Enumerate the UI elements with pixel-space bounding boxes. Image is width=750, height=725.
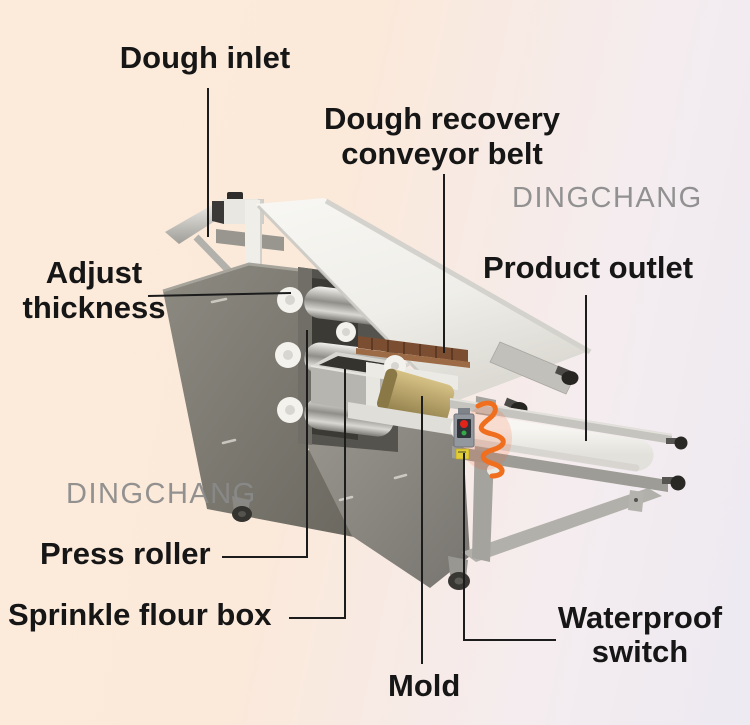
cabinet-top-edge [162, 262, 309, 293]
label-sprinkle-flour-box: Sprinkle flour box [8, 597, 272, 632]
leader-adjust-thickness [147, 292, 292, 297]
outfeed-knob-2 [670, 475, 686, 491]
label-line: Waterproof [557, 600, 723, 635]
label-mold: Mold [388, 668, 461, 703]
outfeed-bottom-rail [452, 446, 668, 492]
leader-sprinkle-flour-box [289, 369, 346, 619]
outfeed-knob-1 [674, 436, 688, 450]
chute-strut [193, 234, 232, 274]
motor-cap-bolt [227, 192, 243, 201]
caster-hub-left [238, 511, 246, 517]
label-press-roller: Press roller [40, 536, 211, 571]
label-line: Adjust [45, 255, 143, 290]
dough-inlet-chute [165, 205, 226, 244]
brand-watermark-top: DINGCHANG [512, 182, 703, 214]
mold-lower-rail [348, 402, 472, 438]
bracket-bolt [634, 498, 638, 502]
outfeed-top-rail [450, 398, 672, 444]
outfeed-knob-stem-1 [666, 438, 678, 444]
switch-green-button [461, 430, 467, 436]
caster-hub-right [454, 577, 464, 585]
label-dough-inlet: Dough inlet [119, 40, 291, 75]
outfeed-support-brace [462, 488, 662, 562]
incline-belt-bottom-edge [256, 204, 450, 404]
motor-end-cap [212, 201, 224, 224]
outfeed-knob-stem-2 [662, 477, 674, 484]
dough-slat-rollers-lower [356, 348, 470, 368]
label-product-outlet: Product outlet [482, 250, 694, 285]
leader-waterproof-switch [463, 453, 556, 641]
switch-top-tab [458, 408, 470, 415]
leader-lines [147, 88, 587, 664]
label-line: Dough recovery [323, 101, 561, 136]
label-line: conveyor belt [341, 136, 543, 171]
dough-slat-rollers [358, 336, 468, 362]
end-frame-knob-1 [561, 371, 579, 385]
label-line: thickness [22, 290, 166, 325]
leader-press-roller [222, 330, 308, 558]
incline-end-frame [489, 341, 577, 395]
outfeed-belt-edge [462, 437, 640, 472]
incline-belt-top-rail [324, 198, 592, 355]
slat-grooves [371, 338, 453, 360]
support-column [245, 200, 262, 280]
brand-watermark-bottom: DINGCHANG [66, 478, 257, 510]
warning-label [455, 448, 470, 460]
power-cable-coil [475, 400, 506, 479]
switch-red-button [460, 420, 468, 428]
label-line: switch [591, 634, 689, 669]
